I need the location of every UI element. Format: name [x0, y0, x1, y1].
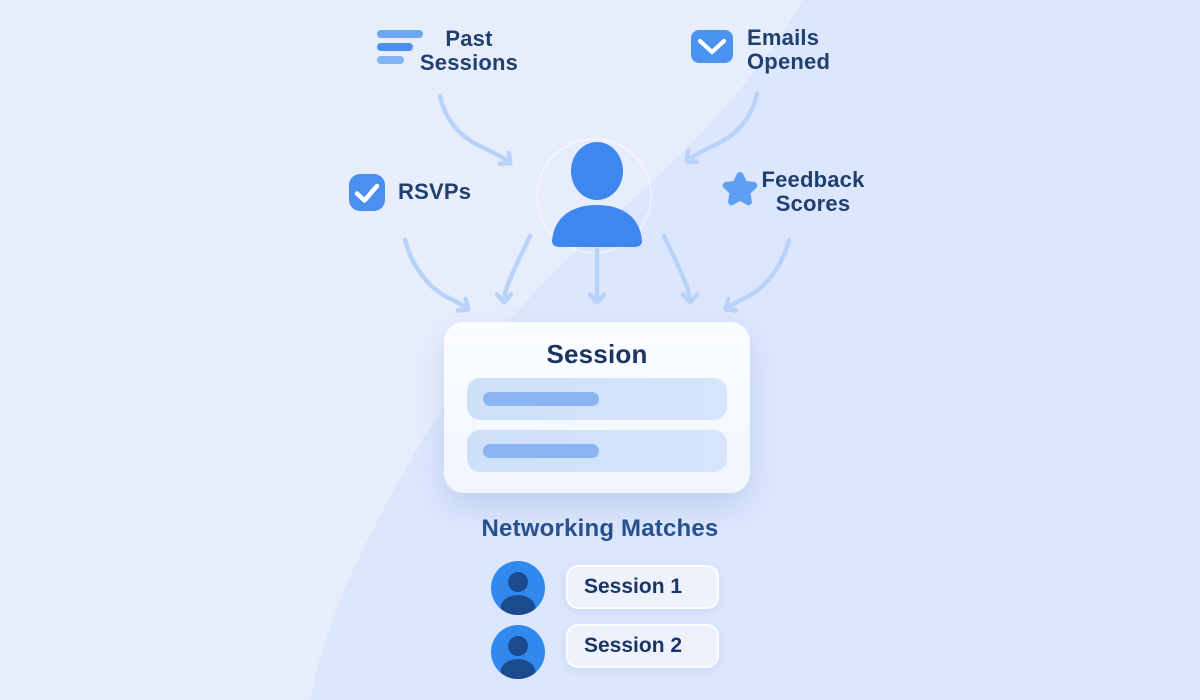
session-placeholder-row — [467, 430, 727, 472]
arrow-feedback-to-session — [723, 237, 792, 313]
match-session-1-chip[interactable]: Session 1 — [566, 565, 719, 609]
avatar-person-icon — [491, 561, 545, 615]
networking-matches-heading: Networking Matches — [481, 515, 719, 542]
profile-halo-ring — [536, 138, 652, 254]
arrow-rsvps-to-session — [402, 237, 471, 313]
envelope-icon — [691, 30, 733, 63]
feedback-scores-label: Feedback Scores — [761, 167, 865, 216]
arrow-emails-opened-to-profile — [684, 91, 760, 164]
arrow-profile-right-to-session — [661, 233, 700, 305]
placeholder-text-bar — [483, 444, 599, 458]
person-icon — [552, 142, 642, 247]
list-lines-icon — [377, 30, 423, 64]
rsvps-label: RSVPs — [398, 179, 472, 204]
arrow-profile-left-to-session — [494, 233, 533, 305]
emails-opened-label: Emails Opened — [747, 25, 831, 74]
avatar-person-icon — [491, 625, 545, 679]
arrow-past-sessions-to-profile — [437, 93, 513, 166]
checkbox-check-icon — [349, 174, 385, 211]
session-card: Session — [444, 322, 750, 493]
placeholder-text-bar — [483, 392, 599, 406]
session-placeholder-row — [467, 378, 727, 420]
session-card-title: Session — [546, 339, 648, 369]
star-icon — [722, 172, 758, 206]
past-sessions-label: Past Sessions — [419, 26, 519, 75]
match-session-2-chip[interactable]: Session 2 — [566, 624, 719, 668]
